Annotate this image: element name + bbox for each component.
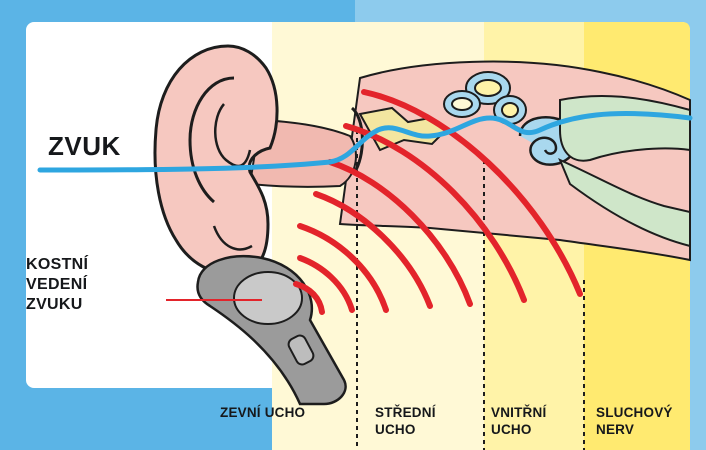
bone-conduction-line-2: VEDENÍ (26, 275, 88, 295)
bone-conduction-line-1: KOSTNÍ (26, 255, 88, 275)
semicircular-canal-1-hole (475, 80, 501, 96)
nerve-label-line-2: NERV (596, 421, 673, 438)
sound-label: ZVUK (48, 133, 121, 160)
outer-ear-label: ZEVNÍ UCHO (220, 404, 305, 421)
middle-ear-label-line-2: UCHO (375, 421, 436, 438)
bone-conduction-line-3: ZVUKU (26, 295, 88, 315)
nerve-label-line-1: SLUCHOVÝ (596, 404, 673, 421)
semicircular-canal-3-hole (502, 103, 518, 117)
inner-ear-label-line-2: UCHO (491, 421, 546, 438)
middle-ear-label-line-1: STŘEDNÍ (375, 404, 436, 421)
semicircular-canal-2-hole (452, 98, 472, 110)
zone-label-nerve: SLUCHOVÝ NERV (596, 404, 673, 438)
zone-label-inner-ear: VNITŘNÍ UCHO (491, 404, 546, 438)
zone-label-middle-ear: STŘEDNÍ UCHO (375, 404, 436, 438)
inner-ear-label-line-1: VNITŘNÍ (491, 404, 546, 421)
zone-label-outer-ear: ZEVNÍ UCHO (220, 404, 305, 421)
bone-conduction-label: KOSTNÍ VEDENÍ ZVUKU (26, 255, 88, 315)
device-pad (234, 272, 302, 324)
